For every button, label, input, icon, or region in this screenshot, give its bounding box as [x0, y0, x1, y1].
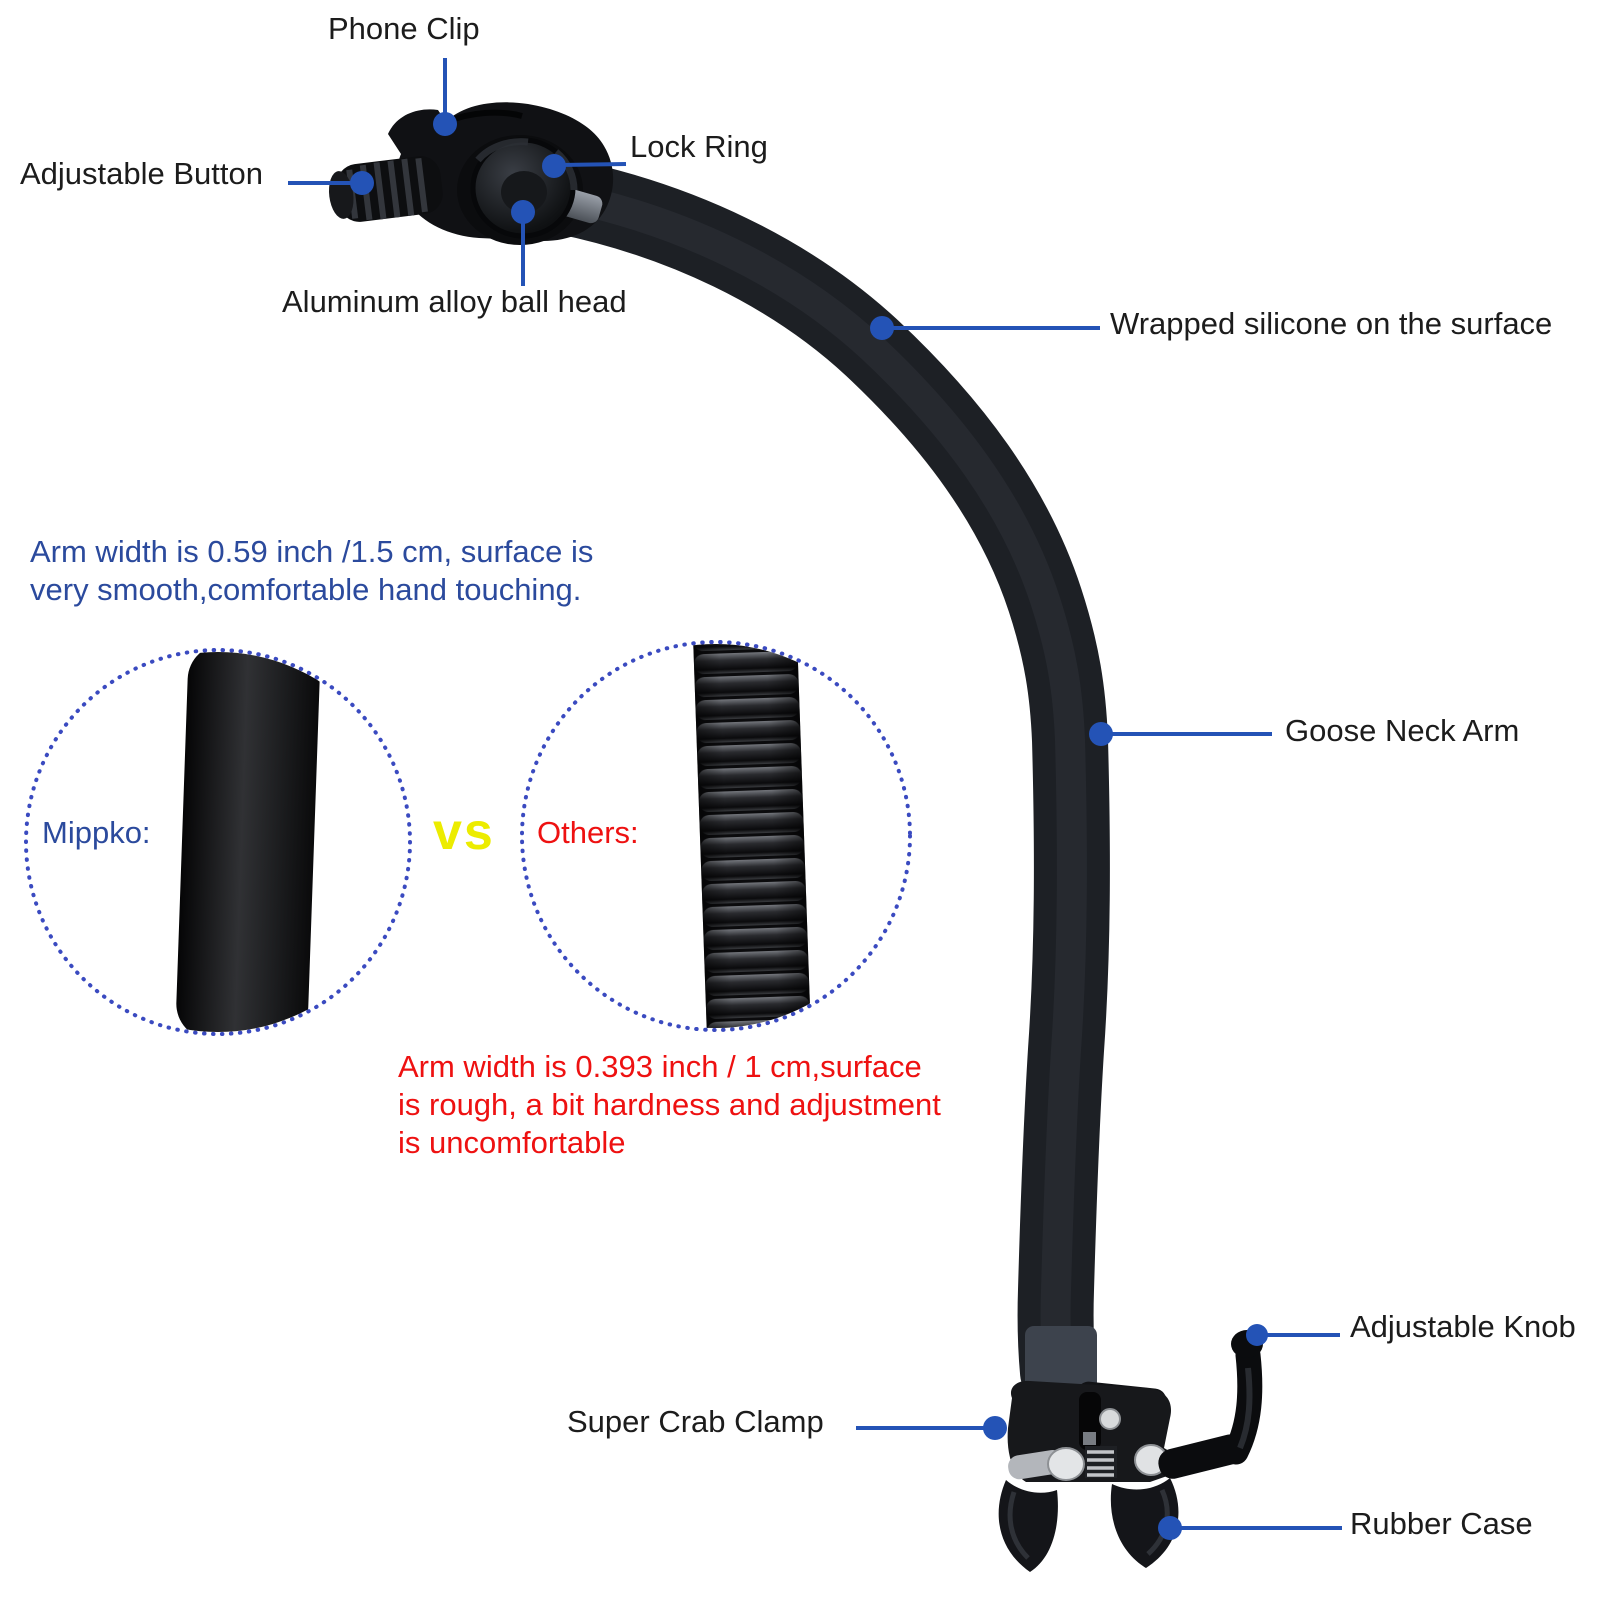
callout-dot	[433, 112, 457, 136]
callout-label-rubber-case: Rubber Case	[1350, 1506, 1533, 1541]
mippko-note-line-1: Arm width is 0.59 inch /1.5 cm, surface …	[30, 534, 594, 569]
clamp-screw-spring	[1087, 1450, 1114, 1477]
lock-ring-art	[475, 138, 578, 191]
others-note-line-2: is rough, a bit hardness and adjustment	[398, 1087, 941, 1122]
callout-label-super-crab-clamp: Super Crab Clamp	[567, 1404, 824, 1439]
leader-rubber-case	[1158, 1516, 1342, 1540]
others-label: Others:	[537, 815, 639, 850]
callout-label-phone-clip: Phone Clip	[328, 11, 480, 46]
callout-dot	[542, 154, 566, 178]
callout-dot	[870, 316, 894, 340]
crab-clamp-art	[998, 1326, 1263, 1572]
others-note-line-1: Arm width is 0.393 inch / 1 cm,surface	[398, 1049, 922, 1084]
mippko-arm-sample	[176, 652, 320, 1032]
mippko-note: Arm width is 0.59 inch /1.5 cm, surface …	[30, 533, 593, 609]
callout-leaders	[288, 58, 1342, 1540]
callout-dot	[1089, 722, 1113, 746]
leader-wrapped-silicone	[870, 316, 1100, 340]
leader-goose-neck	[1089, 722, 1272, 746]
callout-label-lock-ring: Lock Ring	[630, 129, 768, 164]
leader-ball-head	[511, 200, 535, 286]
callout-label-adjustable-button: Adjustable Button	[20, 156, 264, 191]
callout-dot	[1158, 1516, 1182, 1540]
callout-dot	[983, 1416, 1007, 1440]
leader-adjustable-button	[288, 171, 374, 195]
mippko-note-line-2: very smooth,comfortable hand touching.	[30, 572, 582, 607]
callout-dot	[350, 171, 374, 195]
others-arm-sample	[692, 644, 812, 1028]
comparison-circle-others	[520, 640, 912, 1032]
clamp-left-bolt	[1047, 1447, 1085, 1481]
clamp-claw-left	[998, 1480, 1058, 1572]
comparison-circle-mippko	[24, 648, 412, 1036]
vs-label: vs	[433, 803, 495, 861]
leader-adjustable-knob	[1246, 1324, 1340, 1346]
callout-label-ball-head: Aluminum alloy ball head	[282, 284, 627, 319]
others-note: Arm width is 0.393 inch / 1 cm,surface i…	[398, 1048, 941, 1162]
gooseneck-arm-art	[524, 158, 1110, 1410]
mippko-label: Mippko:	[42, 815, 151, 850]
callout-label-wrapped-silicone: Wrapped silicone on the surface	[1110, 306, 1553, 341]
clamp-top-pin	[1099, 1408, 1121, 1430]
callout-label-adjustable-knob: Adjustable Knob	[1350, 1309, 1576, 1344]
clamp-claw-right	[1110, 1478, 1179, 1568]
leader-phone-clip	[433, 58, 457, 136]
callout-label-goose-neck-arm: Goose Neck Arm	[1285, 713, 1520, 748]
callout-dot	[511, 200, 535, 224]
leader-super-crab-clamp	[856, 1416, 1007, 1440]
others-note-line-3: is uncomfortable	[398, 1125, 626, 1160]
leader-lock-ring	[542, 154, 627, 178]
adjustable-knob-art	[1158, 1330, 1263, 1479]
callout-dot	[1246, 1324, 1268, 1346]
